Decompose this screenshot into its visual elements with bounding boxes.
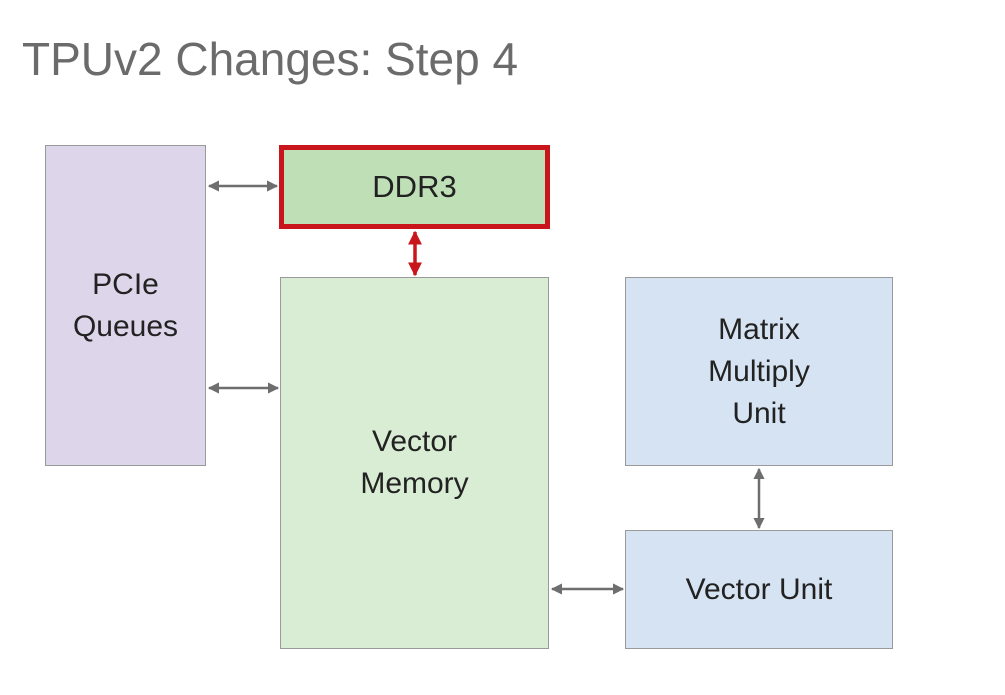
ddr3-label: DDR3 bbox=[372, 169, 457, 205]
vector-memory-label: Vector Memory bbox=[360, 425, 469, 500]
pcie-queues-label: PCIe Queues bbox=[72, 267, 179, 343]
matrix-multiply-unit-label: Matrix Multiply Unit bbox=[708, 312, 810, 430]
ddr3-block: DDR3 bbox=[279, 145, 550, 229]
vector-unit-label: Vector Unit bbox=[685, 572, 833, 606]
slide-title: TPUv2 Changes: Step 4 bbox=[22, 33, 519, 85]
matrix-multiply-unit-block: Matrix Multiply Unit bbox=[625, 277, 893, 466]
vector-unit-block: Vector Unit bbox=[625, 530, 893, 649]
pcie-queues-block: PCIe Queues bbox=[45, 145, 206, 466]
vector-memory-block: Vector Memory bbox=[280, 277, 549, 649]
